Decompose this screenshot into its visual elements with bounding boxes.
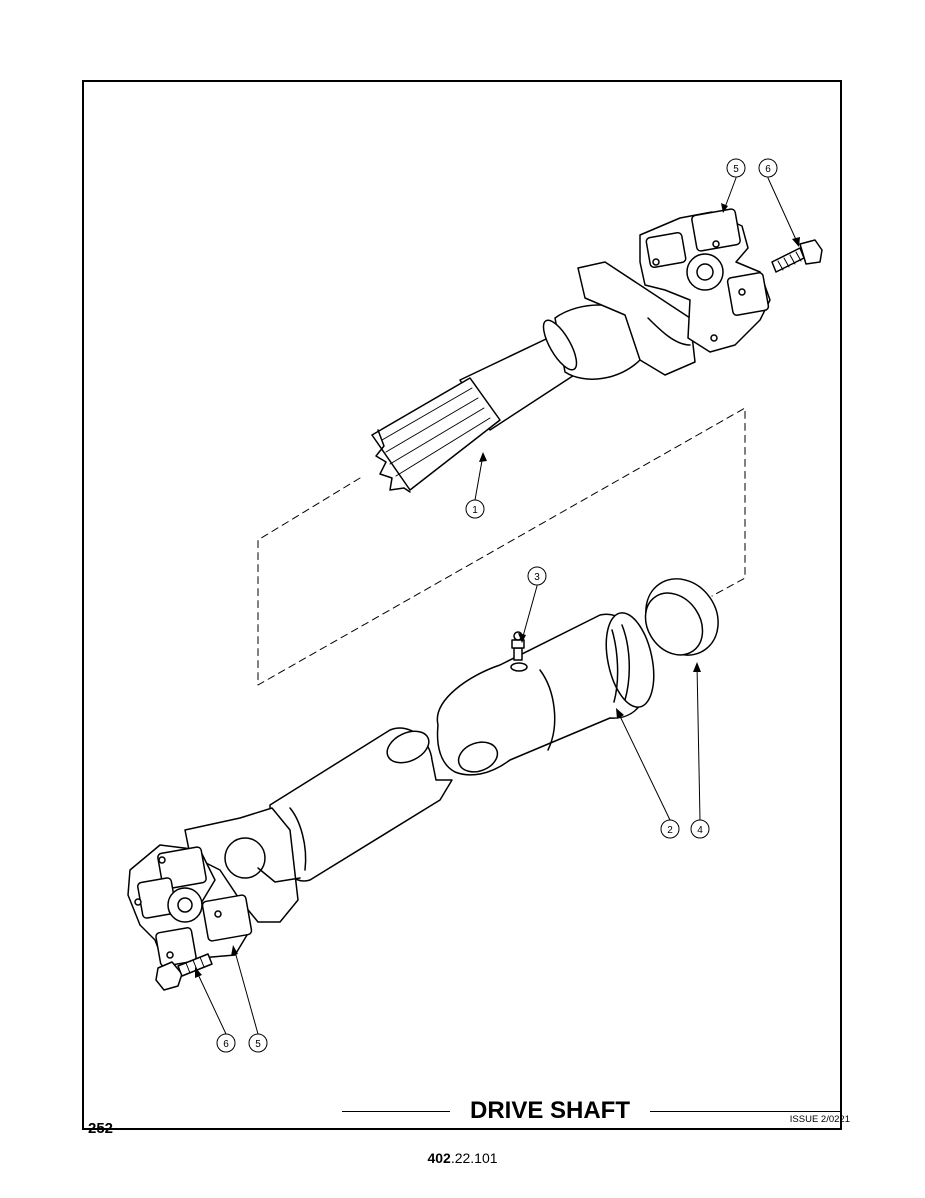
callout-circle-4 [690,819,710,839]
page-title: DRIVE SHAFT [454,1096,646,1126]
callout-circle-5-top [726,158,746,178]
part-number-prefix: 402 [427,1150,451,1166]
lower-yoke [184,807,301,923]
callout-3: 3 [534,572,540,583]
callout-circle-5-bottom [248,1033,268,1053]
issue-label: ISSUE 2/0221 [789,1114,850,1125]
leader-6-top [767,177,799,245]
assembly-dash-line [257,407,746,686]
lower-drive-tube [269,727,453,882]
part-number: 402.22.101 [0,1150,925,1166]
part-number-suffix: .22.101 [450,1150,498,1166]
callout-6-bottom: 6 [223,1039,229,1050]
callout-5-bottom: 5 [255,1039,261,1050]
splined-shaft-part [371,261,696,493]
page-number: 252 [88,1120,114,1137]
callout-6-top: 6 [765,164,771,175]
callout-2: 2 [667,825,673,836]
leader-6-bottom [195,969,227,1035]
seal-ring [644,578,719,656]
leader-lines [195,177,799,1035]
lower-bolt [155,953,213,991]
callout-1: 1 [472,505,478,516]
title-row: DRIVE SHAFT [82,1094,842,1134]
upper-bolt [771,239,823,273]
callout-circle-2 [660,819,680,839]
callout-5-top: 5 [733,164,739,175]
upper-universal-joint [639,208,771,353]
leader-5-bottom [233,947,259,1035]
leader-1 [474,454,484,501]
lower-universal-joint [127,844,253,973]
leader-4 [696,664,701,821]
title-rule-left [342,1111,450,1112]
leader-arrowheads [195,203,800,978]
callout-circle-3 [527,566,547,586]
title-rule-right [650,1111,842,1112]
callout-circle-1 [465,499,485,519]
leader-5-top [723,177,737,211]
slip-yoke-tube [436,612,655,776]
callout-circle-6-top [758,158,778,178]
callout-4: 4 [697,825,703,836]
leader-3 [521,585,538,641]
callout-circle-6-bottom [216,1033,236,1053]
leader-2 [617,711,671,821]
